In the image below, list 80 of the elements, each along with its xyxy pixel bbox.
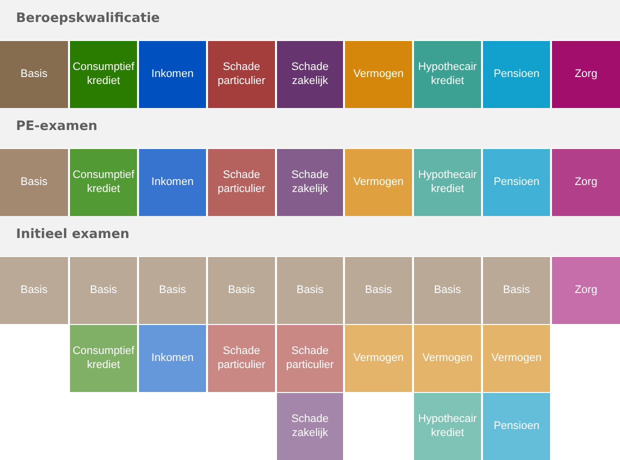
module-tile [483,325,550,392]
module-label: Consumptief krediet [72,60,136,88]
module-label: Vermogen [352,176,405,190]
module-label: Schade zakelijk [290,412,330,440]
module-label: Hypothecair krediet [417,168,478,196]
module-label: Pensioen [492,420,540,434]
section-heading: Initieel examen [16,227,130,242]
module-label: Schade particulier [285,344,335,372]
module-tile [414,257,481,324]
module-tile [483,393,550,460]
module-label: Zorg [574,284,598,298]
module-label: Basis [158,284,187,298]
module-label: Vermogen [352,68,405,82]
module-tile [483,149,550,216]
module-tile [139,41,206,108]
module-tile [483,41,550,108]
module-label: Schade particulier [216,60,266,88]
module-label: Schade zakelijk [290,60,330,88]
module-label: Inkomen [150,68,195,82]
module-tile [70,325,137,392]
module-tile [277,257,343,324]
module-label: Basis [89,284,118,298]
module-label: Hypothecair krediet [417,60,478,88]
module-label: Basis [20,68,48,82]
module-tile [139,149,206,216]
module-label: Vermogen [421,352,474,366]
module-label: Consumptief krediet [72,168,136,196]
module-label: Basis [433,284,462,298]
module-label: Zorg [574,176,598,190]
module-tile [345,325,412,392]
module-label: Pensioen [492,68,540,82]
module-tile [208,149,275,216]
module-tile [139,257,206,324]
module-tile [345,41,412,108]
module-tile [414,149,481,216]
module-label: Inkomen [150,352,195,366]
module-tile [139,325,206,392]
module-label: Basis [20,176,48,190]
section-band [0,0,620,40]
module-label: Basis [20,284,48,298]
module-tile [208,257,275,324]
module-label: Basis [296,284,324,298]
module-tile [0,257,68,324]
module-tile [70,41,137,108]
module-tile [277,393,343,460]
module-label: Hypothecair krediet [417,412,478,440]
module-label: Consumptief krediet [72,344,136,372]
module-tile [208,325,275,392]
module-label: Basis [227,284,256,298]
module-tile [0,149,68,216]
section-band [0,216,620,256]
module-tile [345,257,412,324]
module-tile [277,41,343,108]
module-tile [414,325,481,392]
module-label: Vermogen [352,352,405,366]
module-label: Schade particulier [216,344,266,372]
module-tile [345,149,412,216]
module-tile [414,393,481,460]
module-label: Vermogen [490,352,543,366]
section-heading: Beroepskwalificatie [16,11,160,26]
module-label: Pensioen [492,176,540,190]
module-tile [552,149,620,216]
module-label: Zorg [574,68,598,82]
module-label: Basis [502,284,531,298]
module-label: Schade zakelijk [290,168,330,196]
module-tile [0,41,68,108]
module-tile [552,257,620,324]
section-heading: PE-examen [16,119,98,134]
module-tile [277,325,343,392]
module-tile [552,41,620,108]
section-band [0,108,620,148]
module-tile [277,149,343,216]
module-label: Inkomen [150,176,195,190]
module-label: Basis [364,284,393,298]
module-tile [414,41,481,108]
module-tile [70,149,137,216]
module-tile [70,257,137,324]
module-tile [208,41,275,108]
module-tile [483,257,550,324]
module-label: Schade particulier [216,168,266,196]
